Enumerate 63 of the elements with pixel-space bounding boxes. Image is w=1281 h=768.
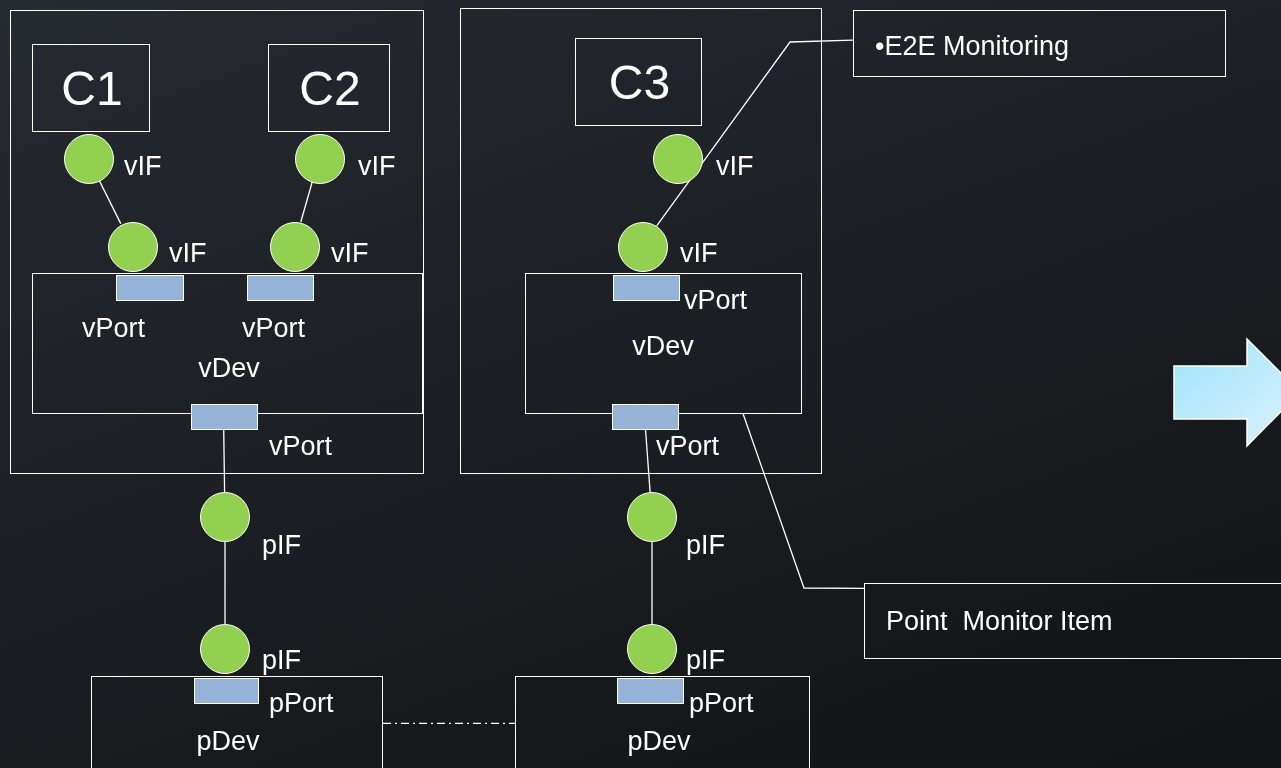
connector-line	[651, 541, 653, 625]
device-label: pDev	[196, 727, 260, 755]
interface-label: pIF	[262, 646, 301, 674]
interface-label: vIF	[716, 152, 754, 180]
connector-line	[382, 722, 516, 724]
interface-label: vIF	[169, 239, 207, 267]
container-box	[575, 38, 702, 126]
port-label: vPort	[82, 314, 146, 342]
port-bar	[116, 275, 184, 301]
interface-circle	[200, 624, 250, 674]
leader-line	[656, 39, 854, 227]
port-bar	[617, 678, 684, 704]
interface-circle	[295, 134, 345, 184]
interface-circle	[108, 222, 158, 272]
container-label: C1	[61, 65, 123, 113]
interface-circle	[627, 624, 677, 674]
interface-circle	[270, 222, 320, 272]
interface-label: vIF	[124, 152, 162, 180]
port-bar	[612, 404, 679, 430]
connector-line	[300, 181, 313, 223]
device-box	[32, 273, 423, 414]
container-label: C3	[608, 59, 671, 107]
interface-circle	[200, 492, 250, 542]
port-label: vPort	[269, 432, 333, 460]
connector-line	[98, 179, 122, 225]
leader-line	[742, 412, 865, 589]
host-box	[460, 8, 822, 474]
port-bar	[247, 275, 314, 301]
device-box	[91, 676, 383, 768]
port-label: pPort	[689, 689, 754, 717]
port-label: vPort	[242, 314, 306, 342]
port-bar	[191, 404, 258, 430]
connector-line	[224, 541, 226, 625]
device-box	[515, 676, 810, 768]
container-label: C2	[299, 65, 361, 113]
port-bar	[194, 678, 259, 704]
callout-box	[864, 583, 1281, 659]
container-box	[32, 44, 150, 132]
callout-text: •E2E Monitoring	[875, 32, 1070, 60]
callout-text: Point Monitor Item	[886, 607, 1113, 635]
callout-box	[853, 10, 1226, 77]
connector-line	[644, 428, 651, 493]
device-label: vDev	[198, 354, 260, 382]
device-label: vDev	[632, 332, 694, 360]
interface-label: pIF	[686, 646, 725, 674]
container-box	[268, 44, 390, 132]
interface-label: vIF	[358, 152, 396, 180]
port-label: vPort	[684, 286, 748, 314]
interface-circle	[618, 222, 668, 272]
interface-circle	[653, 134, 703, 184]
interface-label: pIF	[262, 531, 301, 559]
device-box	[525, 273, 802, 414]
port-label: vPort	[656, 432, 720, 460]
interface-circle	[627, 492, 677, 542]
interface-label: pIF	[686, 531, 725, 559]
host-box	[10, 10, 424, 474]
device-label: pDev	[627, 727, 691, 755]
connector-line	[223, 428, 226, 493]
interface-circle	[64, 134, 114, 184]
port-bar	[613, 275, 680, 301]
interface-label: vIF	[331, 239, 369, 267]
interface-label: vIF	[680, 239, 718, 267]
port-label: pPort	[269, 689, 334, 717]
